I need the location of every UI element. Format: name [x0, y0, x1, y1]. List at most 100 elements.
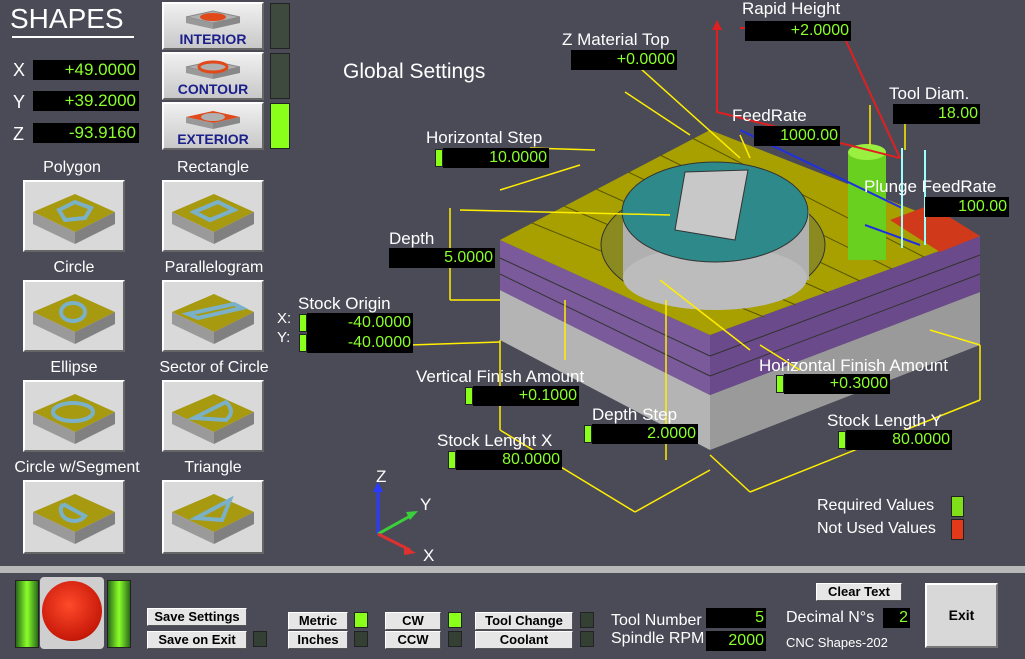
dro-y-label: Y: [13, 92, 26, 112]
estop-left-indicator: [15, 580, 39, 648]
stock-origin-y-label: Y:: [277, 329, 291, 346]
depth-step-label: Depth Step: [592, 405, 678, 424]
horizontal-finish-field[interactable]: +0.3000: [784, 374, 890, 394]
triangle-button[interactable]: [162, 480, 264, 554]
clear-text-button[interactable]: Clear Text: [816, 583, 902, 601]
vertical-finish-label: Vertical Finish Amount: [416, 367, 585, 386]
metric-indicator: [354, 612, 368, 628]
separator-bar: [0, 566, 1025, 573]
save-on-exit-button[interactable]: Save on Exit: [147, 631, 247, 649]
depth-step-field[interactable]: 2.0000: [592, 424, 698, 444]
global-settings-title: Global Settings: [343, 60, 486, 83]
tool-change-button[interactable]: Tool Change: [475, 612, 573, 630]
exterior-icon: [186, 111, 240, 129]
parallelogram-button[interactable]: [162, 280, 264, 352]
z-material-top-label: Z Material Top: [562, 30, 670, 49]
stock-origin-y-indicator: [299, 334, 307, 352]
horizontal-step-field[interactable]: 10.0000: [443, 148, 549, 168]
legend-not-used-swatch: [951, 519, 964, 540]
z-material-top-field[interactable]: +0.0000: [571, 50, 677, 70]
estop-right-indicator: [107, 580, 131, 648]
polygon-shape-icon: [33, 194, 115, 244]
depth-label: Depth: [389, 229, 435, 248]
tool-number-label: Tool Number: [611, 612, 702, 629]
stock-length-y-indicator: [838, 431, 846, 449]
interior-icon: [185, 10, 241, 29]
legend-required-label: Required Values: [817, 497, 935, 514]
ellipse-shape-icon: [33, 394, 115, 444]
feedrate-label: FeedRate: [732, 106, 807, 125]
stock-length-x-field[interactable]: 80.0000: [456, 450, 562, 470]
feedrate-field[interactable]: 1000.00: [754, 126, 840, 146]
tool-number-field[interactable]: 5: [706, 608, 766, 628]
interior-label: INTERIOR: [179, 31, 247, 47]
decimal-label: Decimal N°s: [786, 609, 875, 626]
rapid-height-label: Rapid Height: [742, 0, 841, 18]
stock-origin-x-label: X:: [277, 310, 292, 327]
stock-origin-x-indicator: [299, 314, 307, 332]
estop-button[interactable]: [40, 577, 104, 649]
coolant-button[interactable]: Coolant: [475, 631, 573, 649]
legend-not-used-label: Not Used Values: [817, 520, 936, 537]
save-on-exit-indicator: [253, 631, 267, 647]
exit-button[interactable]: Exit: [925, 583, 998, 648]
metric-button[interactable]: Metric: [288, 612, 348, 630]
estop-icon: [42, 581, 102, 641]
shape-label-triangle: Triangle: [184, 459, 242, 476]
decimal-field[interactable]: 2: [883, 608, 910, 628]
dro-z-value: -93.9160: [33, 123, 139, 143]
plunge-feedrate-field[interactable]: 100.00: [925, 197, 1009, 217]
tool-change-indicator: [580, 612, 594, 628]
save-settings-button[interactable]: Save Settings: [147, 608, 247, 626]
shape-label-sector: Sector of Circle: [159, 359, 269, 376]
inches-button[interactable]: Inches: [288, 631, 348, 649]
exterior-button[interactable]: EXTERIOR: [162, 102, 264, 150]
interior-button[interactable]: INTERIOR: [162, 2, 264, 50]
rectangle-button[interactable]: [162, 180, 264, 252]
dro-x-label: X: [13, 60, 26, 80]
horizontal-step-indicator: [435, 149, 443, 167]
vertical-finish-indicator: [465, 387, 473, 405]
depth-field[interactable]: 5.0000: [389, 248, 495, 268]
page-title: SHAPES: [10, 3, 124, 34]
ellipse-button[interactable]: [23, 380, 125, 452]
shape-label-circle: Circle: [53, 259, 95, 276]
contour-label: CONTOUR: [177, 81, 249, 97]
polygon-button[interactable]: [23, 180, 125, 252]
stock-length-y-label: Stock Length Y: [827, 411, 942, 430]
rapid-height-field[interactable]: +2.0000: [745, 21, 851, 41]
dro-z-label: Z: [13, 124, 24, 144]
horizontal-finish-label: Horizontal Finish Amount: [759, 356, 948, 375]
triangle-shape-icon: [172, 494, 254, 544]
plunge-feedrate-label: Plunge FeedRate: [864, 177, 997, 196]
shape-label-ellipse: Ellipse: [50, 359, 98, 376]
sector-shape-icon: [172, 394, 254, 444]
exterior-label: EXTERIOR: [177, 131, 249, 147]
contour-button[interactable]: CONTOUR: [162, 52, 264, 100]
stock-length-y-field[interactable]: 80.0000: [846, 430, 952, 450]
exterior-indicator: [270, 103, 290, 149]
shape-label-rectangle: Rectangle: [176, 159, 250, 176]
circle-button[interactable]: [23, 280, 125, 352]
contour-indicator: [270, 53, 290, 99]
footer-label: CNC Shapes-202: [786, 635, 888, 650]
stock-length-x-indicator: [448, 451, 456, 469]
dro-x-value: +49.0000: [33, 60, 139, 80]
sector-button[interactable]: [162, 380, 264, 452]
legend-required-swatch: [951, 496, 964, 517]
circle-segment-shape-icon: [33, 494, 115, 544]
spindle-rpm-field[interactable]: 2000: [706, 631, 766, 651]
tool-diam-field[interactable]: 18.00: [893, 104, 980, 124]
stock-origin-x-field[interactable]: -40.0000: [307, 313, 413, 333]
vertical-finish-field[interactable]: +0.1000: [473, 386, 579, 406]
ccw-button[interactable]: CCW: [385, 631, 441, 649]
stock-origin-y-field[interactable]: -40.0000: [307, 333, 413, 353]
shape-label-parallelogram: Parallelogram: [164, 259, 264, 276]
circle-shape-icon: [33, 294, 115, 344]
depth-step-indicator: [584, 425, 592, 443]
circle-segment-button[interactable]: [23, 480, 125, 554]
axis-y-label: Y: [420, 495, 432, 514]
rectangle-shape-icon: [172, 194, 254, 244]
contour-icon: [185, 60, 241, 79]
cw-button[interactable]: CW: [385, 612, 441, 630]
